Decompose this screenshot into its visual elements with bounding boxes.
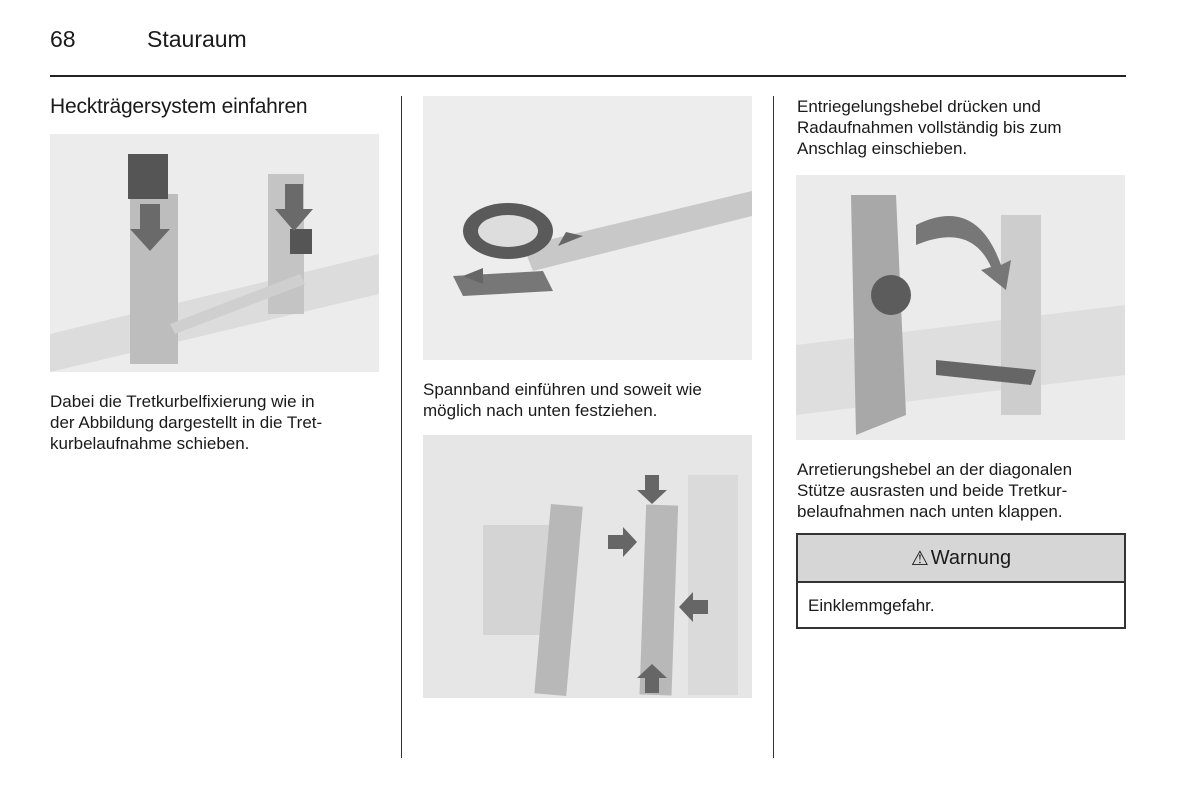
illustration-release-lever: [796, 175, 1125, 440]
text-line: möglich nach unten festziehen.: [423, 401, 658, 420]
text-line: Stütze ausrasten und beide Tretkur-: [797, 481, 1068, 500]
illustration-wheel-mounts: [423, 435, 752, 698]
text-line: belaufnahmen nach unten klappen.: [797, 502, 1063, 521]
text-line: Spannband einführen und soweit wie: [423, 380, 702, 399]
warning-box: ⚠ Warnung Einklemmgefahr.: [796, 533, 1126, 629]
instruction-text: Entriegelungshebel drücken und Radaufnah…: [797, 96, 1127, 159]
header-rule: [50, 75, 1126, 77]
column-divider: [773, 96, 775, 758]
section-heading: Heckträgersystem einfahren: [50, 95, 308, 118]
text-line: Radaufnahmen vollständig bis zum: [797, 118, 1062, 137]
illustration-strap: [423, 96, 752, 360]
text-line: Dabei die Tretkurbelfixierung wie in: [50, 392, 315, 411]
text-line: Arretierungshebel an der diagonalen: [797, 460, 1073, 479]
instruction-text: Dabei die Tretkurbelfixierung wie in der…: [50, 391, 380, 454]
text-line: der Abbildung dargestellt in die Tret-: [50, 413, 323, 432]
column-divider: [401, 96, 403, 758]
warning-title: Warnung: [930, 546, 1012, 569]
page-number: 68: [50, 26, 76, 52]
text-line: kurbelaufnahme schieben.: [50, 434, 250, 453]
text-line: Anschlag einschieben.: [797, 139, 968, 158]
warning-text: Einklemmgefahr.: [808, 596, 935, 615]
warning-triangle-icon: ⚠: [910, 547, 929, 570]
illustration-crank-fixing: [50, 134, 379, 372]
section-title: Stauraum: [147, 26, 247, 52]
warning-header: ⚠ Warnung: [798, 535, 1124, 583]
text-line: Entriegelungshebel drücken und: [797, 97, 1041, 116]
instruction-text: Arretierungshebel an der diagonalen Stüt…: [797, 459, 1137, 522]
instruction-text: Spannband einführen und soweit wie mögli…: [423, 379, 763, 421]
